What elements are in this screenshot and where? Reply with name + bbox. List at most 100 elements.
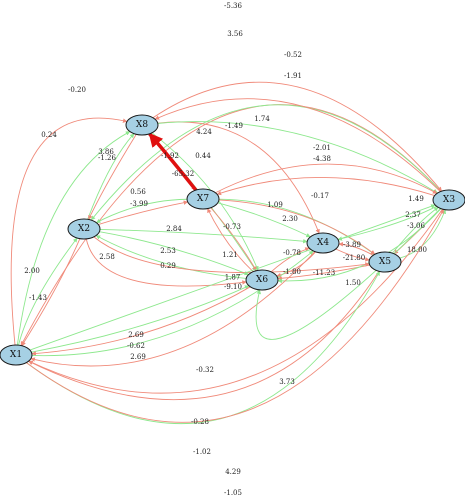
edge-x7-x5 [218, 199, 376, 255]
edge-label: -1.26 [98, 154, 116, 162]
node-ellipse[interactable] [186, 188, 220, 210]
node-ellipse[interactable] [368, 251, 402, 273]
node-ellipse[interactable] [67, 218, 101, 240]
edge-label: -21.80 [343, 254, 365, 262]
edge-x6-x1 [31, 286, 251, 356]
edge-label: 0.56 [130, 188, 146, 196]
edge-label: 1.21 [222, 251, 238, 259]
node-label: X5 [379, 257, 391, 267]
edge-label: -1.80 [283, 268, 301, 276]
edge-label: -11.23 [313, 269, 335, 277]
edge-label: 1.87 [225, 274, 241, 282]
edge-label: 4.24 [196, 128, 212, 136]
node-x8[interactable]: X8 [125, 114, 159, 136]
edge-x1-x8 [16, 131, 131, 346]
edge-label: 0.44 [195, 152, 211, 160]
node-ellipse[interactable] [306, 232, 340, 254]
edge-x2-x7 [98, 200, 189, 225]
node-label: X1 [10, 350, 22, 360]
edge-label: 1.50 [345, 279, 361, 287]
edge-label: -3.89 [343, 241, 361, 249]
edge-x1-x8 [10, 117, 128, 346]
edge-label: -0.73 [223, 223, 241, 231]
node-label: X2 [78, 224, 90, 234]
edge-x3-x2 [90, 104, 442, 221]
edge-label: -4.38 [313, 155, 331, 163]
node-x2[interactable]: X2 [67, 218, 101, 240]
edge-x4-x1 [30, 251, 316, 367]
edge-label: -0.17 [311, 192, 329, 200]
edge-label: 2.84 [166, 225, 182, 233]
edge-labels-layer: -5.36 3.56 -0.52 -1.91 -0.20 0.24 3.86-1.26 -1.… [24, 2, 427, 497]
node-ellipse[interactable] [245, 269, 279, 291]
edge-x7-x2 [95, 198, 188, 224]
edge-x5-x3 [392, 207, 439, 254]
node-x6[interactable]: X6 [245, 269, 279, 291]
node-label: X6 [256, 275, 268, 285]
edge-label: 2.69 [130, 353, 146, 361]
edge-x8-x3 [152, 81, 442, 192]
edge-label: -3.06 [407, 222, 425, 230]
edge-label: 3.86 [98, 148, 114, 156]
edge-label: 2.37 [405, 211, 421, 219]
edge-label: 2.53 [160, 247, 176, 255]
edge-x2-x4 [99, 228, 308, 244]
edge-label: -0.52 [284, 51, 302, 59]
edge-x7-x8 [148, 132, 198, 192]
edge-label: 3.73 [279, 378, 295, 386]
node-label: X7 [197, 194, 209, 204]
edge-label: -1.02 [193, 448, 211, 456]
node-x7[interactable]: X7 [186, 188, 220, 210]
edge-label: -3.99 [130, 200, 148, 208]
edge-x2-x6 [85, 238, 247, 287]
edge-label: -0.78 [283, 249, 301, 257]
edge-x5-x3 [399, 209, 446, 259]
edge-x7-x4 [217, 202, 311, 238]
edge-x8-x2 [88, 134, 137, 220]
edge-label: -0.32 [196, 366, 214, 374]
node-x1[interactable]: X1 [0, 344, 33, 366]
edge-label: -9.10 [224, 283, 242, 291]
edge-label: 3.56 [227, 30, 243, 38]
edge-label: 18.00 [407, 246, 427, 254]
edge-label: 0.29 [160, 262, 176, 270]
edge-x1-x5 [26, 271, 381, 425]
edge-label: -1.43 [29, 294, 47, 302]
edge-label: 0.24 [41, 131, 57, 139]
edge-x7-x6 [210, 207, 257, 272]
edge-x2-x5 [93, 236, 370, 273]
node-label: X3 [443, 195, 455, 205]
edge-x1-x4 [31, 250, 314, 357]
edge-x6-x7 [207, 208, 254, 272]
edge-x1-x3 [26, 209, 445, 423]
edge-label: -2.01 [313, 144, 331, 152]
edge-label: -65.32 [172, 170, 194, 178]
node-ellipse[interactable] [0, 344, 33, 366]
edge-x3-x4 [337, 205, 437, 241]
node-x3[interactable]: X3 [432, 189, 465, 211]
edge-x6-x4 [270, 247, 310, 273]
edge-x1-x2 [18, 237, 78, 346]
edge-x4-x5 [335, 248, 370, 262]
edge-label: -0.20 [68, 86, 86, 94]
node-x5[interactable]: X5 [368, 251, 402, 273]
edge-label: -1.91 [284, 72, 302, 80]
edge-x3-x8 [154, 98, 441, 192]
edge-x5-x1 [28, 271, 380, 401]
edge-label: -5.36 [224, 2, 242, 10]
edge-x3-x7 [216, 177, 435, 196]
node-ellipse[interactable] [432, 189, 465, 211]
edge-x2-x6 [99, 231, 249, 276]
edge-x7-x3 [215, 163, 438, 194]
edge-label: -1.49 [225, 122, 243, 130]
node-ellipse[interactable] [125, 114, 159, 136]
edge-label: 2.00 [24, 267, 40, 275]
edge-label: 2.58 [99, 253, 115, 261]
edge-label: -1.92 [161, 152, 179, 160]
node-label: X4 [317, 238, 329, 248]
edge-label: 1.09 [267, 201, 283, 209]
node-x4[interactable]: X4 [306, 232, 340, 254]
edge-x1-x3 [29, 204, 436, 351]
